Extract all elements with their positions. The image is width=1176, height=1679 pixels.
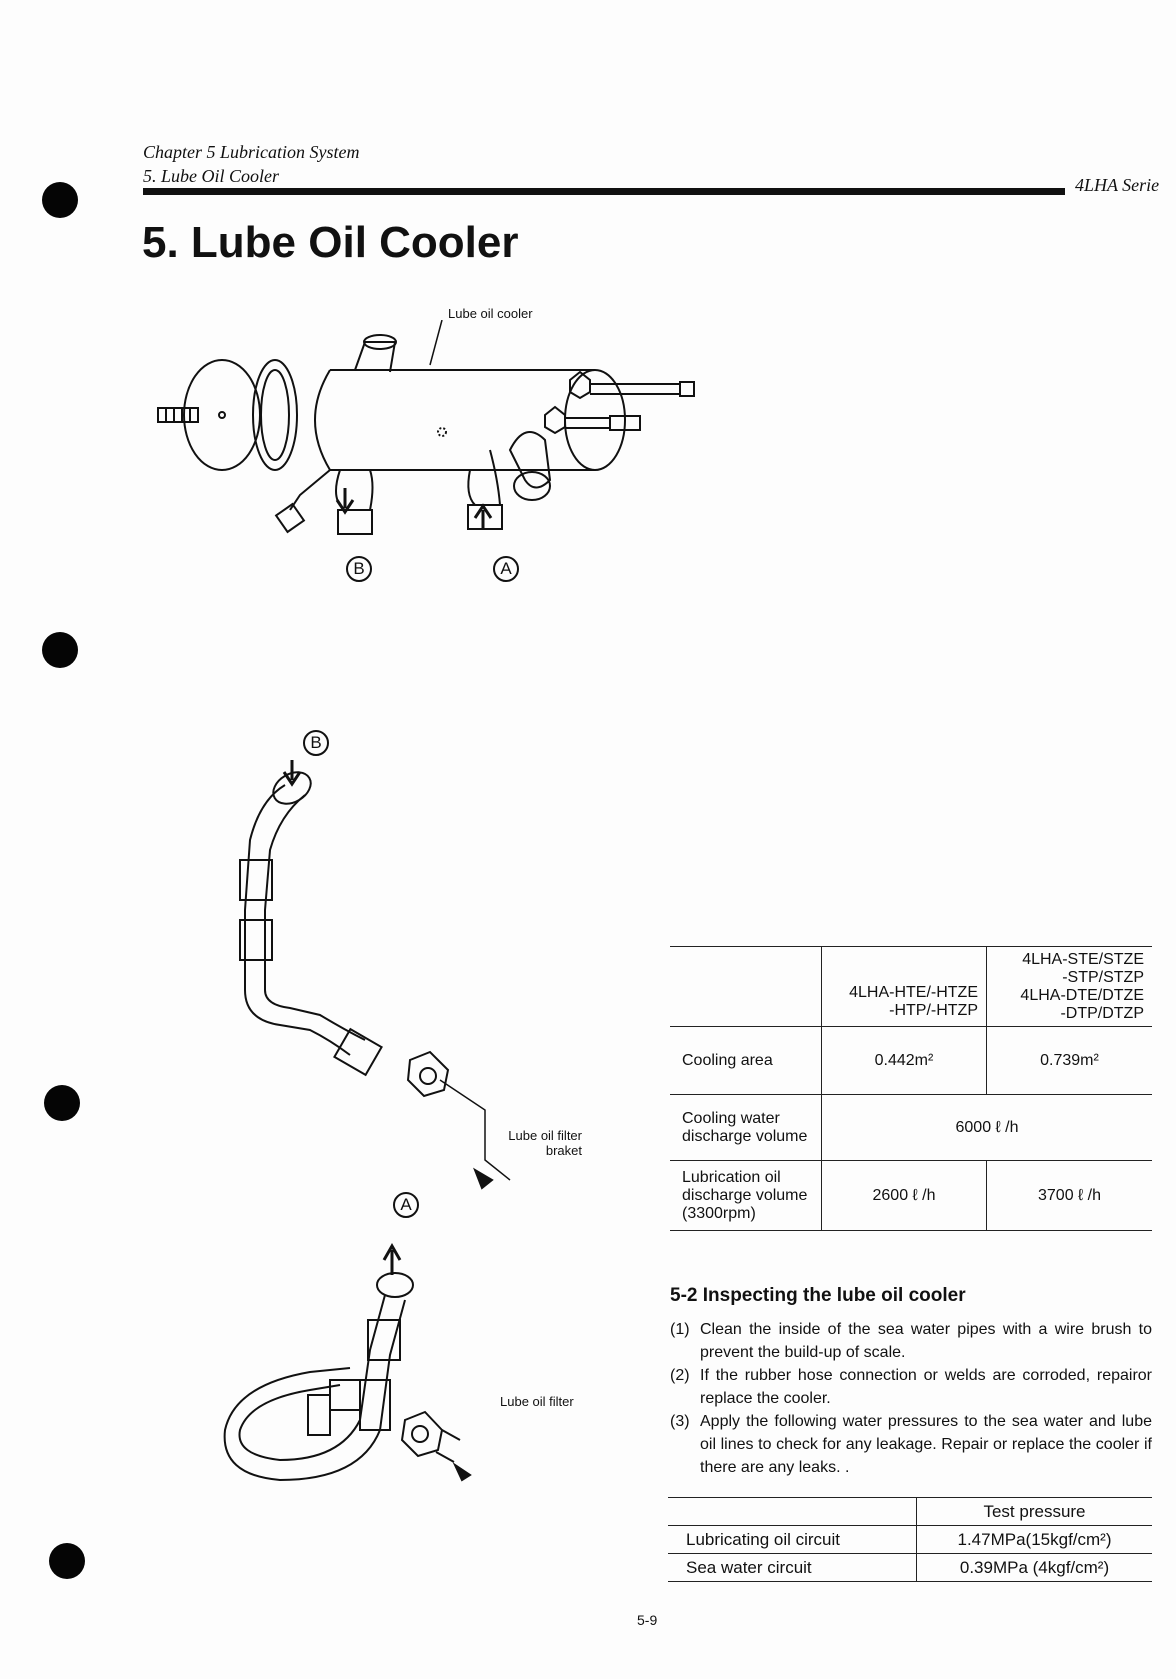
- upper-hose-shape: [244, 784, 351, 1056]
- header-rule: [143, 188, 1065, 195]
- lube-oil-cooler-diagram: [157, 320, 695, 535]
- gasket-shape: [252, 359, 298, 471]
- list-item: (2) If the rubber hose connection or wel…: [670, 1367, 1152, 1407]
- table-row: Lubricating oil circuit 1.47MPa(15kgf/cm…: [668, 1525, 1152, 1554]
- page-number: 5-9: [637, 1612, 658, 1628]
- bolt-shape: [157, 407, 199, 423]
- series-label: 4LHA Serie: [1075, 175, 1160, 195]
- cover-plate-shape: [183, 359, 261, 471]
- filter-label: Lube oil filter: [500, 1394, 574, 1409]
- section-label: 5. Lube Oil Cooler: [143, 166, 280, 186]
- marker-a: A: [393, 1192, 419, 1218]
- marker-a: A: [493, 556, 519, 582]
- chapter-label: Chapter 5 Lubrication System: [143, 142, 360, 162]
- binder-hole: [42, 182, 78, 218]
- lower-pipe-shape: [238, 1294, 386, 1462]
- cooler-spec-table: 4LHA-HTE/-HTZE -HTP/-HTZP 4LHA-STE/STZE …: [670, 946, 1152, 1231]
- list-item: (1) Clean the inside of the sea water pi…: [670, 1321, 1152, 1361]
- inspection-steps: (1) Clean the inside of the sea water pi…: [670, 1318, 1152, 1479]
- table-row: Cooling water discharge volume 6000 ℓ /h: [670, 1094, 1152, 1161]
- section-heading: 5-2 Inspecting the lube oil cooler: [670, 1285, 966, 1306]
- page-title: 5. Lube Oil Cooler: [142, 218, 519, 267]
- cooler-body-shape: [330, 369, 595, 471]
- binder-hole: [49, 1543, 85, 1579]
- binder-hole: [44, 1085, 80, 1121]
- marker-b: B: [303, 730, 329, 756]
- table-row: 4LHA-HTE/-HTZE -HTP/-HTZP 4LHA-STE/STZE …: [670, 946, 1152, 1027]
- list-item: (3) Apply the following water pressures …: [670, 1413, 1152, 1476]
- table-row: Sea water circuit 0.39MPa (4kgf/cm²): [668, 1553, 1152, 1582]
- test-pressure-table: Test pressure Lubricating oil circuit 1.…: [668, 1497, 1152, 1582]
- marker-b: B: [346, 556, 372, 582]
- table-row: Test pressure: [668, 1497, 1152, 1526]
- binder-hole: [42, 632, 78, 668]
- cooler-label: Lube oil cooler: [448, 306, 533, 321]
- table-row: Lubrication oil discharge volume (3300rp…: [670, 1160, 1152, 1231]
- oil-pipe-diagram: [223, 760, 511, 1482]
- table-row: Cooling area 0.442m² 0.739m²: [670, 1026, 1152, 1095]
- filter-bracket-label: Lube oil filter braket: [508, 1128, 582, 1158]
